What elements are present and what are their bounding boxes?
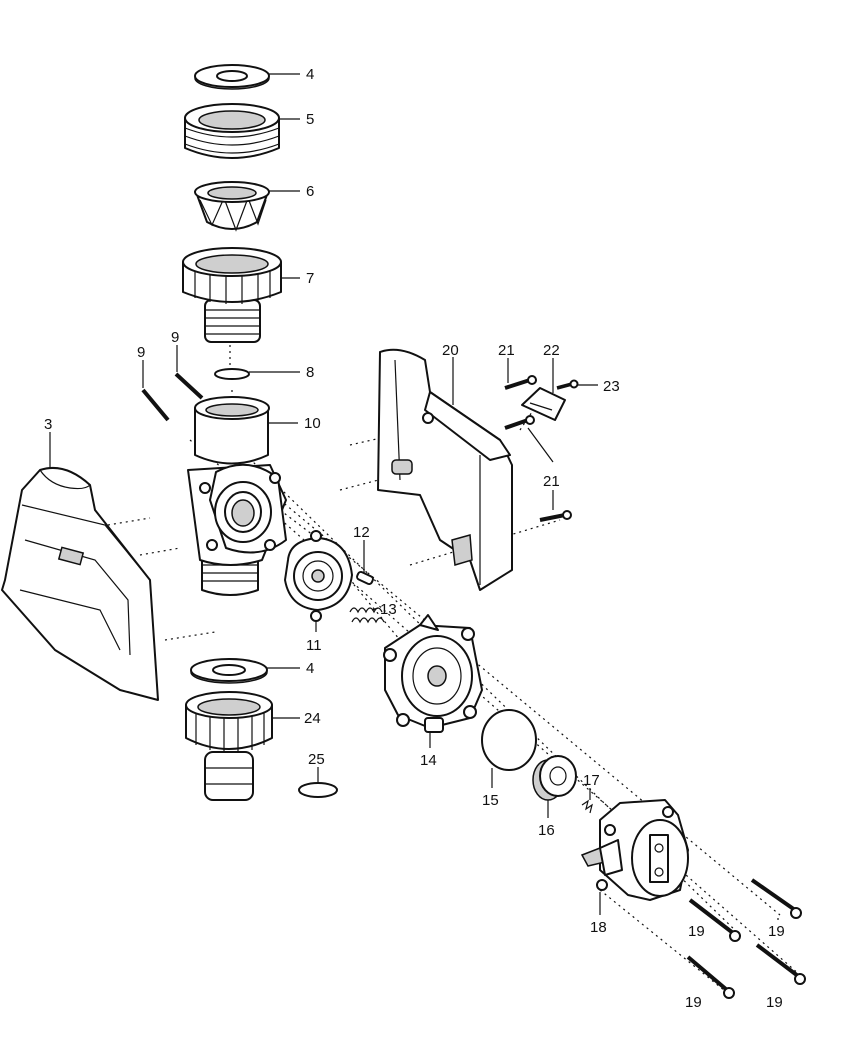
part-10-valve-body — [187, 396, 287, 596]
assembly-guides — [107, 345, 801, 996]
callout-9-right: 9 — [171, 329, 179, 346]
parts-12-13-spring — [349, 570, 385, 624]
callout-24: 24 — [304, 710, 321, 727]
callout-9-left: 9 — [137, 344, 145, 361]
callout-8: 8 — [306, 364, 314, 381]
callout-15: 15 — [482, 792, 499, 809]
callout-7: 7 — [306, 270, 314, 287]
callout-16: 16 — [538, 822, 555, 839]
callout-20: 20 — [442, 342, 459, 359]
callout-13: 13 — [380, 601, 397, 618]
callout-21-bottom: 21 — [543, 473, 560, 490]
callout-19-a: 19 — [768, 923, 785, 940]
part-17-spring — [581, 799, 593, 814]
callout-21-top: 21 — [498, 342, 515, 359]
part-4-washer-bottom — [190, 658, 268, 684]
callout-19-c: 19 — [766, 994, 783, 1011]
part-8-o-ring — [214, 368, 250, 380]
part-20-right-housing — [377, 348, 513, 591]
part-9-pins — [141, 372, 204, 422]
callout-12: 12 — [353, 524, 370, 541]
callout-19-b: 19 — [688, 923, 705, 940]
callout-10: 10 — [304, 415, 321, 432]
callout-5: 5 — [306, 111, 314, 128]
leader-lines — [49, 73, 779, 920]
callout-6: 6 — [306, 183, 314, 200]
part-7-adapter — [182, 247, 282, 343]
callout-19-d: 19 — [685, 994, 702, 1011]
part-16-piston — [532, 755, 577, 801]
part-25-o-ring — [298, 782, 338, 798]
part-3-left-cover — [1, 466, 159, 701]
callout-25: 25 — [308, 751, 325, 768]
part-24-hose-connector — [185, 691, 273, 801]
callout-labels: 4 5 6 7 8 9 9 10 3 20 21 22 23 21 12 13 … — [44, 66, 785, 1011]
callout-14: 14 — [420, 752, 437, 769]
callout-22: 22 — [543, 342, 560, 359]
callout-18: 18 — [590, 919, 607, 936]
callout-4-bottom: 4 — [306, 660, 314, 677]
part-6-filter — [194, 181, 270, 232]
callout-3: 3 — [44, 416, 52, 433]
part-15-seal — [481, 709, 537, 771]
callout-11: 11 — [306, 637, 322, 654]
callout-23: 23 — [603, 378, 620, 395]
part-14-valve-chamber — [383, 614, 483, 733]
part-19-screws — [686, 878, 806, 999]
parts-21-22-23-screws — [504, 375, 579, 522]
callout-4-top: 4 — [306, 66, 314, 83]
part-4-washer-top — [194, 64, 270, 90]
part-5-threaded-ring — [184, 103, 280, 159]
part-18-solenoid-housing — [580, 799, 689, 901]
part-11-diaphragm — [284, 530, 353, 622]
callout-17: 17 — [583, 772, 600, 789]
